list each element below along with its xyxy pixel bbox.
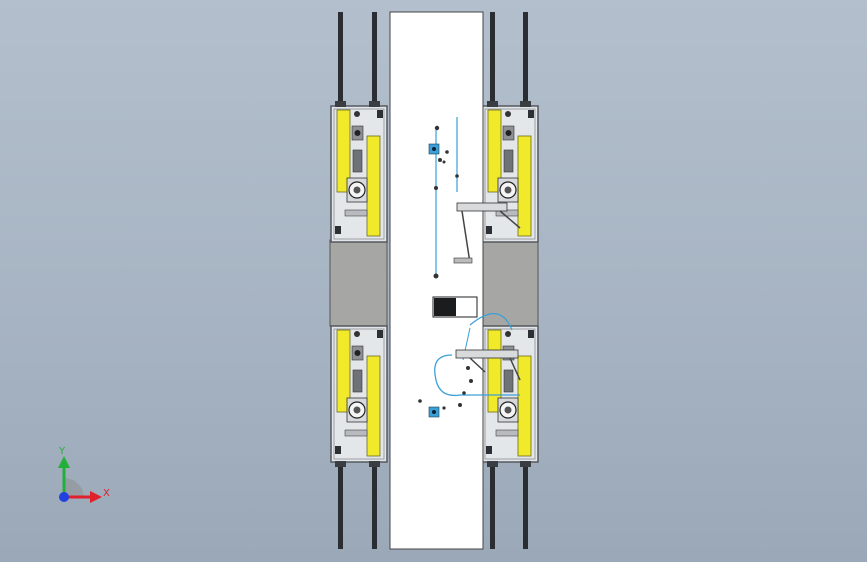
bay-module-top-right[interactable]: [481, 105, 539, 243]
gap-section-right: [480, 239, 539, 327]
center-control-block[interactable]: [432, 296, 478, 318]
x-axis-label: X: [103, 488, 110, 499]
y-axis-label: Y: [58, 446, 66, 457]
bay-module-bottom-left[interactable]: [330, 325, 388, 463]
coordinate-triad-icon: Y X: [58, 446, 110, 503]
z-axis-point: [59, 492, 69, 502]
upper-equipment-assembly[interactable]: [428, 117, 521, 279]
central-platform[interactable]: [389, 11, 484, 550]
rail-caps: [335, 101, 531, 467]
lower-equipment-assembly[interactable]: [418, 313, 521, 418]
bay-module-bottom-right[interactable]: [481, 325, 539, 463]
gap-section-left: [329, 239, 388, 327]
bay-module-top-left[interactable]: [330, 105, 388, 243]
